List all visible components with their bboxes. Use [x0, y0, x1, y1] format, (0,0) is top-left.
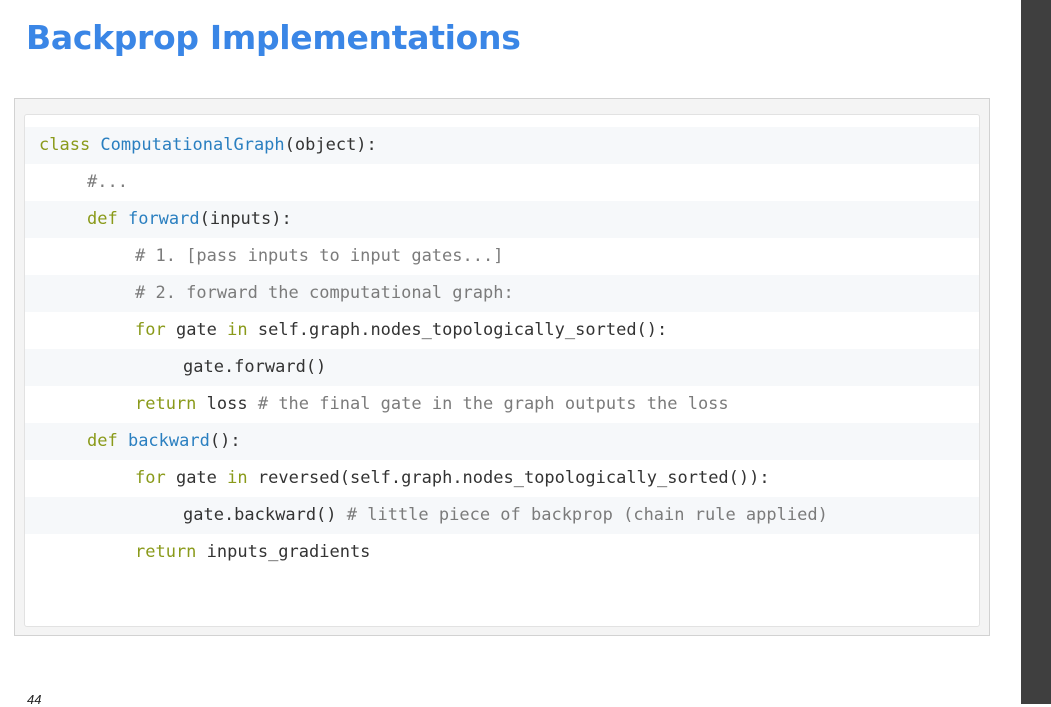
code-line: for gate in self.graph.nodes_topological…: [25, 312, 979, 349]
code-line: def backward():: [25, 423, 979, 460]
code-line: # 1. [pass inputs to input gates...]: [25, 238, 979, 275]
code-token: ():: [209, 431, 241, 451]
code-token: return: [135, 394, 207, 414]
code-token: in: [227, 468, 258, 488]
code-token: class: [39, 135, 101, 155]
code-line: return inputs_gradients: [25, 534, 979, 571]
code-token: loss: [206, 394, 258, 414]
code-token: reversed(self.graph.nodes_topologically_…: [257, 468, 770, 488]
side-bar: [1021, 0, 1051, 704]
code-line: gate.backward() # little piece of backpr…: [25, 497, 979, 534]
code-token: backward: [127, 431, 210, 451]
code-token: return: [135, 542, 207, 562]
code-token: gate: [175, 320, 228, 340]
code-token: def: [87, 209, 128, 229]
slide-title: Backprop Implementations: [26, 18, 521, 57]
code-token: self.graph.nodes_topologically_sorted():: [257, 320, 668, 340]
code-line: def forward(inputs):: [25, 201, 979, 238]
code-token: for: [135, 320, 176, 340]
code-token: gate.backward(): [183, 505, 347, 525]
code-token: #...: [87, 172, 128, 192]
code-line: class ComputationalGraph(object):: [25, 127, 979, 164]
code-line: for gate in reversed(self.graph.nodes_to…: [25, 460, 979, 497]
code-token: (object):: [284, 135, 377, 155]
code-token: def: [87, 431, 128, 451]
code-line: gate.forward(): [25, 349, 979, 386]
code-token: forward: [127, 209, 200, 229]
code-token: in: [227, 320, 258, 340]
code-token: for: [135, 468, 176, 488]
code-token: inputs_gradients: [206, 542, 371, 562]
code-token: # 1. [pass inputs to input gates...]: [135, 246, 504, 266]
code-token: # little piece of backprop (chain rule a…: [346, 505, 828, 525]
code-token: # the final gate in the graph outputs th…: [257, 394, 729, 414]
code-token: ComputationalGraph: [100, 135, 285, 155]
code-token: gate: [175, 468, 228, 488]
code-line: return loss # the final gate in the grap…: [25, 386, 979, 423]
code-token: # 2. forward the computational graph:: [135, 283, 514, 303]
page-number: 44: [27, 692, 42, 707]
code-token: gate.forward(): [183, 357, 327, 377]
code-line: #...: [25, 164, 979, 201]
code-line: # 2. forward the computational graph:: [25, 275, 979, 312]
code-token: (inputs):: [199, 209, 292, 229]
code-block: class ComputationalGraph(object): #... def…: [24, 114, 980, 627]
